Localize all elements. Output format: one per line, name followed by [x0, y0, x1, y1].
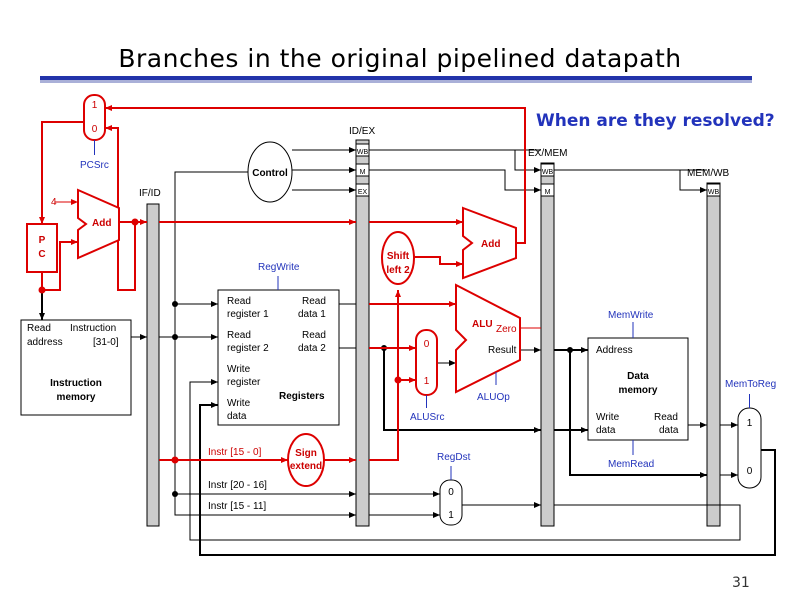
instr-15-11-label: Instr [15 - 11]	[208, 501, 266, 512]
pc-label-p: P	[39, 235, 46, 246]
pcsrc-label: PCSrc	[80, 160, 109, 171]
datapath-lines	[39, 290, 776, 556]
if-id-label: IF/ID	[139, 188, 161, 199]
regs-write-data-b: data	[227, 411, 247, 422]
pc-register	[26, 223, 58, 273]
dmem-address-label: Address	[596, 345, 633, 356]
regs-read-reg1-a: Read	[227, 296, 251, 307]
shift-label-1: Shift	[387, 251, 410, 262]
regs-write-reg-b: register	[227, 377, 261, 388]
dmem-name-2: memory	[619, 385, 658, 396]
alu-zero-label: Zero	[496, 324, 517, 335]
const-four: 4	[51, 197, 57, 208]
dmem-write-data-label: data	[596, 425, 616, 436]
sign-extend-unit	[287, 433, 325, 487]
aluop-label: ALUOp	[477, 392, 510, 403]
data-memory	[587, 337, 689, 441]
memtoreg-label: MemToReg	[725, 379, 776, 390]
alu-result-label: Result	[488, 345, 517, 356]
alusrc-mux-input-0: 0	[424, 339, 430, 350]
pc-adder	[77, 188, 120, 260]
regs-read-reg1-b: register 1	[227, 309, 269, 320]
slide-title: Branches in the original pipelined datap…	[118, 44, 682, 73]
branch-adder-label: Add	[481, 239, 500, 250]
pc-label-c: C	[38, 249, 45, 260]
dmem-name-1: Data	[627, 371, 649, 382]
alu-label: ALU	[472, 319, 493, 330]
dmem-write-label: Write	[596, 412, 620, 423]
regwrite-label: RegWrite	[258, 262, 300, 273]
regs-write-reg-a: Write	[227, 364, 251, 375]
pc-adder-label: Add	[92, 218, 111, 229]
instr-15-0-label: Instr [15 - 0]	[208, 447, 262, 458]
branch-dots	[38, 218, 402, 464]
id-ex-register	[355, 139, 370, 527]
control-label: Control	[252, 168, 288, 179]
regdst-mux-input-1: 1	[448, 510, 454, 521]
sign-extend-label-1: Sign	[295, 448, 317, 459]
page-number: 31	[732, 575, 750, 591]
mem-wb-wb-label: WB	[708, 189, 720, 196]
control-lines	[174, 147, 707, 304]
control-unit	[247, 141, 293, 203]
ex-mem-wb-label: WB	[542, 169, 554, 176]
imem-read-label: Read	[27, 323, 51, 334]
imem-bits-label: [31-0]	[93, 337, 119, 348]
if-id-register	[146, 203, 160, 527]
ex-mem-register	[540, 162, 555, 527]
alusrc-label: ALUSrc	[410, 412, 444, 423]
regs-read-data1-b: data 1	[298, 309, 326, 320]
alusrc-mux-input-1: 1	[424, 376, 430, 387]
regdst-mux-input-0: 0	[448, 487, 454, 498]
imem-address-label: address	[27, 337, 63, 348]
registers-name: Registers	[279, 391, 325, 402]
id-ex-label: ID/EX	[349, 126, 375, 137]
regs-read-data1-a: Read	[302, 296, 326, 307]
imem-name-2: memory	[57, 392, 96, 403]
branch-adder	[462, 206, 517, 280]
register-file	[217, 289, 340, 426]
regdst-label: RegDst	[437, 452, 471, 463]
regs-write-data-a: Write	[227, 398, 251, 409]
dmem-read-label: Read	[654, 412, 678, 423]
title-underline	[40, 76, 752, 83]
memread-label: MemRead	[608, 459, 654, 470]
shift-label-2: left 2	[386, 265, 410, 276]
memtoreg-mux-input-0: 0	[747, 466, 753, 477]
imem-instruction-label: Instruction	[70, 323, 116, 334]
id-ex-wb-label: WB	[357, 149, 369, 156]
alu	[455, 283, 521, 394]
dmem-read-data-label: data	[659, 425, 679, 436]
mem-wb-label: MEM/WB	[687, 168, 730, 179]
memtoreg-mux-input-1: 1	[747, 418, 753, 429]
regs-read-reg2-b: register 2	[227, 343, 269, 354]
pc-mux-input-1: 1	[92, 100, 98, 111]
sign-extend-label-2: extend	[290, 461, 322, 472]
question-text: When are they resolved?	[536, 111, 775, 131]
imem-name-1: Instruction	[50, 378, 102, 389]
ex-mem-m-label: M	[545, 189, 551, 196]
ex-mem-label: EX/MEM	[528, 148, 567, 159]
shift-left-2-unit	[381, 231, 415, 285]
mem-wb-register	[706, 182, 721, 527]
pc-mux-input-0: 0	[92, 124, 98, 135]
instr-20-16-label: Instr [20 - 16]	[208, 480, 267, 491]
regs-read-data2-b: data 2	[298, 343, 326, 354]
id-ex-ex-label: EX	[358, 189, 368, 196]
id-ex-m-label: M	[360, 169, 366, 176]
memwrite-label: MemWrite	[608, 310, 654, 321]
regs-read-data2-a: Read	[302, 330, 326, 341]
instruction-memory	[20, 319, 132, 416]
regs-read-reg2-a: Read	[227, 330, 251, 341]
